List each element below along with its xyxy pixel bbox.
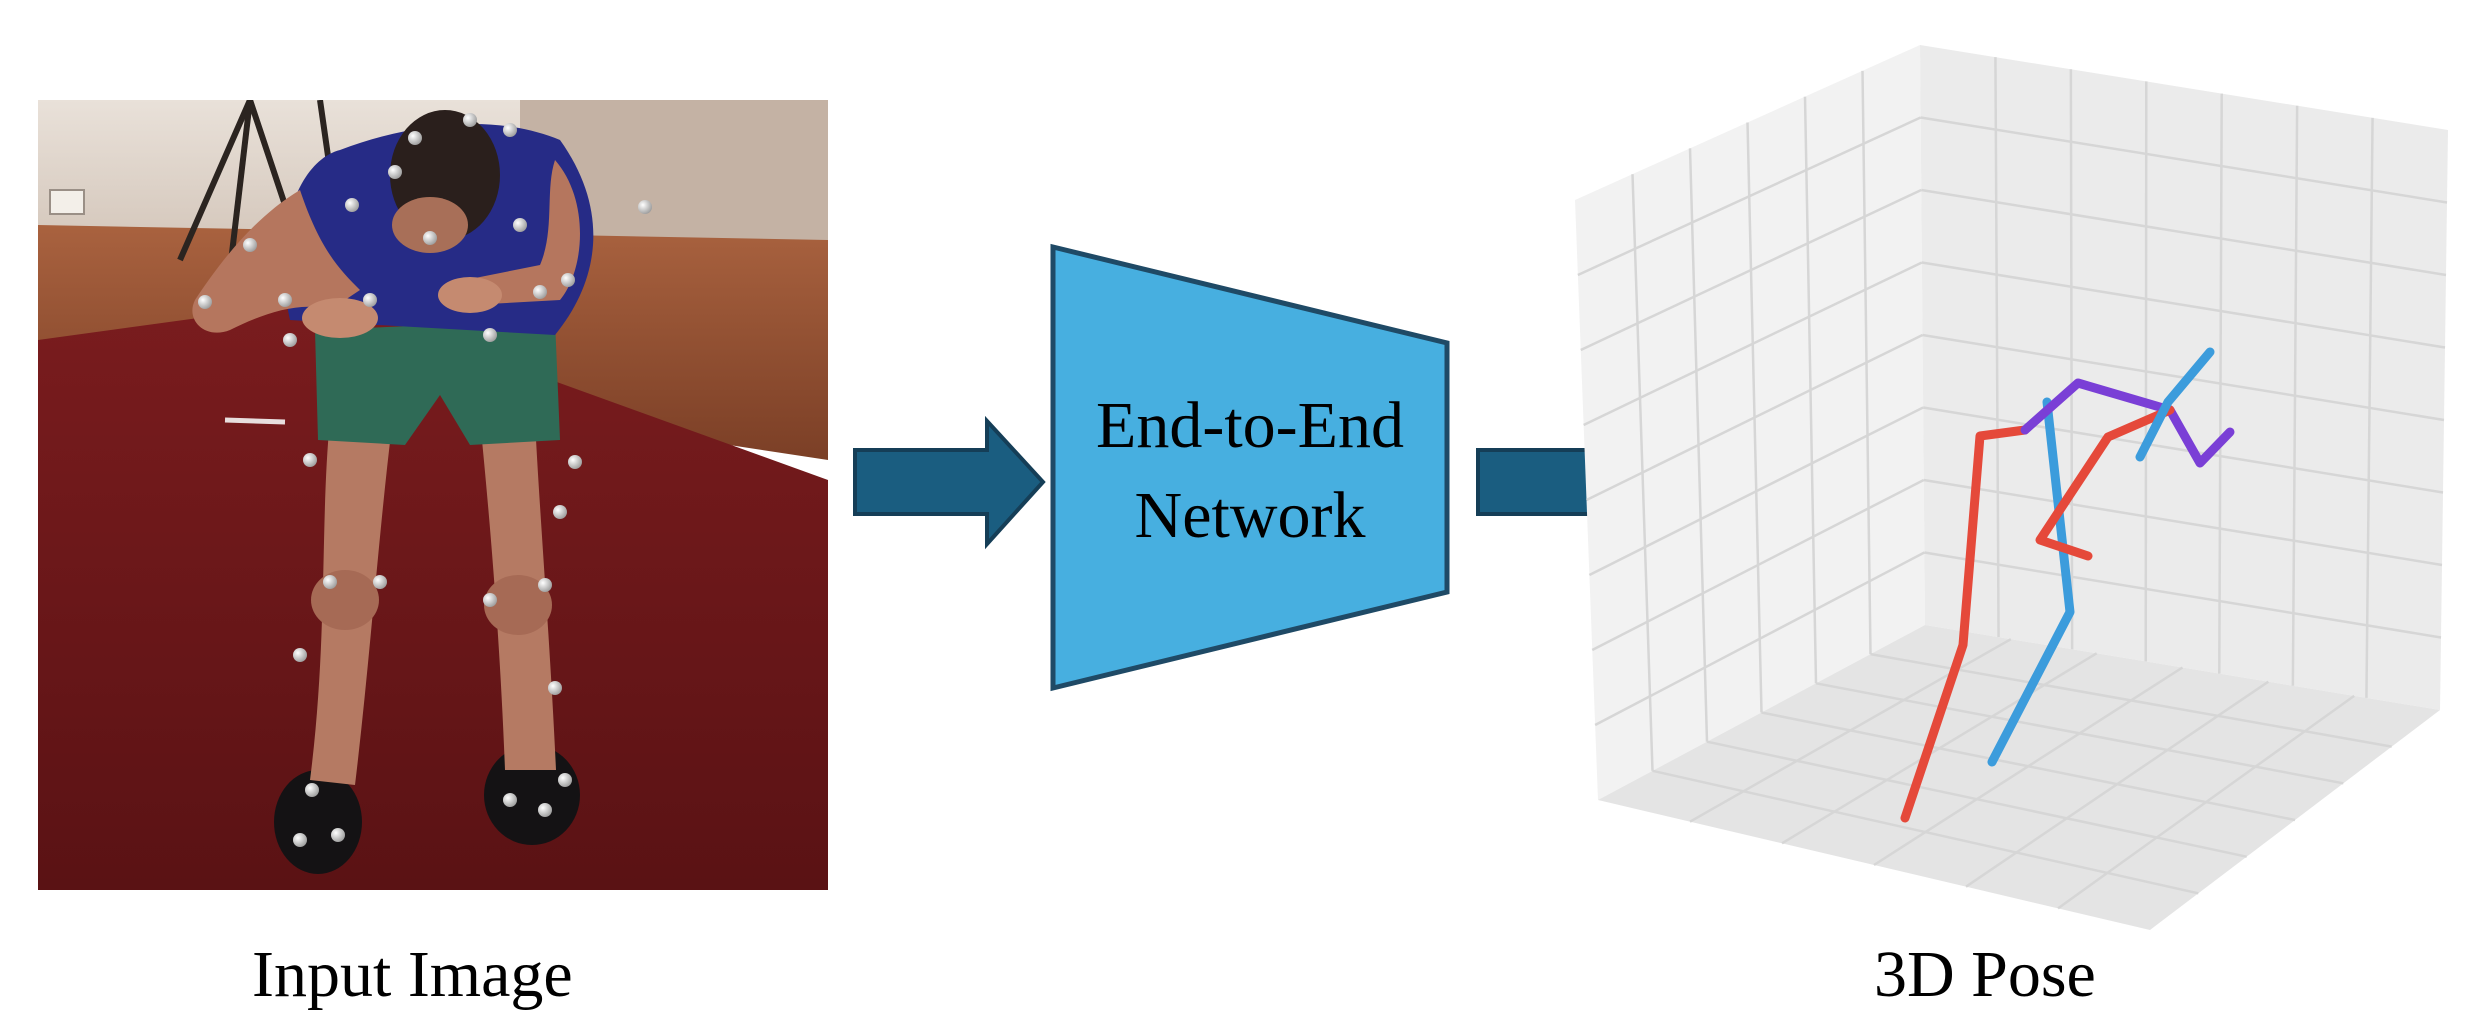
grid-line: [1920, 116, 2448, 204]
grid-line: [1580, 188, 1922, 352]
skeleton-arm-red: [2035, 405, 2175, 561]
grid-line: [1781, 652, 2098, 845]
skeleton-right-leg-and-torso: [1900, 425, 2030, 823]
network-label-line2: Network: [1135, 479, 1366, 552]
grid-line: [1588, 406, 1924, 577]
grid-line: [1585, 333, 1924, 502]
plot-grid: [1577, 57, 2448, 910]
network-block: End-to-End Network: [1050, 243, 1450, 692]
plot-pane-left: [1575, 45, 1925, 800]
grid-line: [1922, 406, 2444, 494]
photo-wall-socket: [49, 189, 85, 215]
grid-line: [1591, 478, 1925, 652]
grid-line: [1924, 551, 2442, 639]
grid-line: [2057, 694, 2355, 910]
grid-line: [1594, 551, 1925, 727]
grid-line: [1583, 261, 1923, 427]
pose-caption: 3D Pose: [1874, 938, 2096, 1011]
skeleton-arm-blue: [2135, 347, 2215, 462]
pose-skeleton: [1900, 347, 2235, 823]
network-label-line1: End-to-End: [1096, 389, 1404, 462]
photo-carpet: [38, 300, 828, 890]
network-trapezoid: [1050, 243, 1450, 692]
grid-line: [1873, 666, 2184, 867]
arrow-input-to-network: [853, 415, 1046, 550]
pose-3d-plot: [1575, 45, 2448, 930]
right-arrow-icon: [853, 415, 1046, 550]
grid-line: [1577, 116, 1922, 277]
grid-line: [1921, 188, 2447, 277]
photo-mocap-markers: [198, 113, 652, 847]
grid-line: [1921, 261, 2446, 349]
grid-line: [1965, 680, 2270, 888]
skeleton-left-leg-and-spine: [1987, 397, 2075, 767]
input-image: [38, 100, 828, 890]
input-image-caption: Input Image: [252, 938, 573, 1011]
photo-person: [192, 110, 594, 874]
grid-line: [1923, 478, 2443, 567]
